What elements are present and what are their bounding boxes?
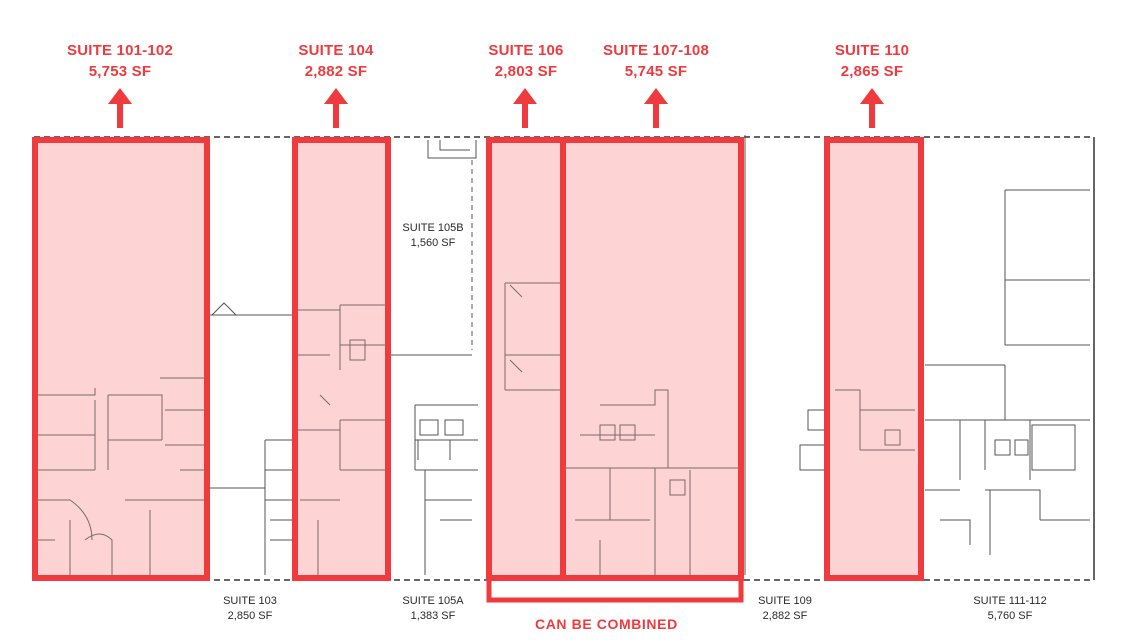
suite-area: 5,753 SF: [88, 63, 152, 80]
suite-name: SUITE 101-102: [67, 42, 173, 59]
suite-name: SUITE 107-108: [603, 42, 709, 59]
suite-area: 2,850 SF: [227, 610, 273, 622]
arrow-up-icon: [513, 88, 537, 128]
up-arrows: [108, 88, 884, 128]
arrow-up-icon: [108, 88, 132, 128]
suite-name: SUITE 105B: [402, 222, 464, 234]
suite-110-label: SUITE 110 2,865 SF: [812, 40, 932, 82]
suite-109-label: SUITE 109 2,882 SF: [740, 594, 830, 624]
suite-area: 2,882 SF: [762, 610, 808, 622]
suite-105b-label: SUITE 105B 1,560 SF: [388, 221, 478, 251]
suite-area: 2,882 SF: [304, 63, 368, 80]
suite-110-frame: [824, 137, 924, 581]
suite-101-102-frame: [32, 137, 210, 581]
arrow-up-icon: [644, 88, 668, 128]
can-be-combined-label: CAN BE COMBINED: [535, 616, 678, 632]
suite-104-frame: [292, 137, 391, 581]
suite-107-108-frame: [560, 137, 744, 581]
combined-bracket: [486, 575, 744, 603]
suite-area: 1,383 SF: [410, 610, 456, 622]
suite-name: SUITE 104: [298, 42, 374, 59]
suite-name: SUITE 109: [758, 595, 812, 607]
suite-area: 2,803 SF: [494, 63, 558, 80]
suite-111-112-label: SUITE 111-112 5,760 SF: [960, 594, 1060, 624]
suite-name: SUITE 110: [834, 42, 910, 59]
suite-area: 2,865 SF: [840, 63, 904, 80]
highlight-frames: [32, 137, 924, 581]
arrow-up-icon: [324, 88, 348, 128]
suite-101-102-label: SUITE 101-102 5,753 SF: [50, 40, 190, 82]
suite-area: 1,560 SF: [410, 237, 456, 249]
highlight-fills: [35, 140, 921, 578]
suite-103-label: SUITE 103 2,850 SF: [205, 594, 295, 624]
highlighted-interior-walls: [37, 282, 915, 575]
arrow-up-icon: [860, 88, 884, 128]
suite-106-label: SUITE 106 2,803 SF: [466, 40, 586, 82]
suite-name: SUITE 103: [223, 595, 277, 607]
suite-107-108-label: SUITE 107-108 5,745 SF: [586, 40, 726, 82]
suite-name: SUITE 111-112: [973, 595, 1047, 607]
suite-104-label: SUITE 104 2,882 SF: [276, 40, 396, 82]
suite-area: 5,760 SF: [987, 610, 1033, 622]
suite-105a-label: SUITE 105A 1,383 SF: [388, 594, 478, 624]
suite-name: SUITE 106: [488, 42, 564, 59]
suite-name: SUITE 105A: [402, 595, 464, 607]
suite-area: 5,745 SF: [624, 63, 688, 80]
